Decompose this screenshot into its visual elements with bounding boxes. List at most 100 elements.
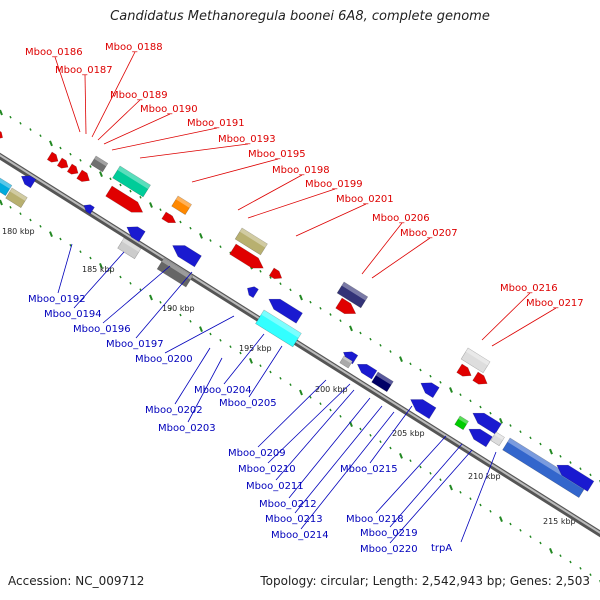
forward-gene <box>112 165 151 198</box>
forward-gene-body <box>112 165 151 198</box>
outer-scale-tick <box>299 294 303 301</box>
forward-gene-label: Mboo_0217 <box>526 298 584 309</box>
reverse-gene <box>356 363 378 380</box>
reverse-gene <box>420 382 440 399</box>
inner-scale-tick <box>39 224 42 228</box>
forward-gene-label: Mboo_0216 <box>500 283 558 294</box>
forward-gene <box>105 185 144 213</box>
reverse-gene <box>468 428 493 448</box>
reverse-gene <box>371 371 394 393</box>
inner-scale-tick <box>169 307 172 311</box>
inner-scale-tick <box>289 383 292 387</box>
scale-tick-label: 195 kbp <box>239 344 272 353</box>
forward-gene-label: Mboo_0199 <box>305 179 363 190</box>
reverse-gene-label: Mboo_0192 <box>28 294 86 305</box>
forward-gene-shine <box>465 348 491 366</box>
reverse-gene-label: Mboo_0220 <box>360 544 418 555</box>
outer-scale-tick <box>499 417 503 424</box>
reverse-label-leader <box>275 389 355 481</box>
inner-scale-tick <box>379 440 382 444</box>
reverse-label-leader <box>460 451 497 543</box>
forward-label-leader <box>371 237 431 279</box>
gene-features-layer <box>0 129 595 498</box>
outer-scale-tick <box>319 306 322 310</box>
reverse-gene <box>117 237 142 260</box>
inner-scale-tick <box>449 484 453 491</box>
reverse-gene-label: Mboo_0204 <box>194 385 252 396</box>
outer-scale-tick <box>119 183 122 187</box>
forward-gene <box>335 297 357 314</box>
reverse-label-leader <box>369 405 413 464</box>
inner-scale-tick <box>589 573 592 577</box>
reverse-gene-label: Mboo_0200 <box>135 354 193 365</box>
reverse-gene-label: Mboo_0215 <box>340 464 398 475</box>
forward-gene-body <box>0 129 3 140</box>
forward-gene-body <box>472 371 488 385</box>
reverse-gene-shine <box>9 188 28 201</box>
reverse-gene-shine <box>121 238 141 252</box>
inner-scale-tick <box>329 408 332 412</box>
outer-scale-tick <box>409 362 412 366</box>
reverse-gene-body <box>0 177 13 196</box>
inner-scale-tick <box>469 497 472 501</box>
inner-scale-tick <box>439 478 442 482</box>
reverse-gene-body <box>126 226 146 243</box>
reverse-gene-body <box>420 382 440 399</box>
outer-scale-tick <box>289 288 292 292</box>
inner-scale-tick <box>339 414 342 418</box>
outer-scale-tick <box>19 121 22 125</box>
forward-gene <box>456 363 472 377</box>
inner-scale-tick <box>579 566 582 570</box>
inner-scale-tick <box>109 269 112 273</box>
inner-scale-tick <box>519 528 522 532</box>
outer-scale-tick <box>179 220 182 224</box>
inner-scale-tick <box>9 205 12 209</box>
reverse-gene-label: Mboo_0214 <box>271 530 329 541</box>
inner-scale-tick <box>159 300 162 304</box>
reverse-label-leader <box>389 449 473 544</box>
reverse-label-leader <box>187 357 223 423</box>
outer-scale-tick <box>399 356 403 363</box>
reverse-gene <box>410 399 437 420</box>
inner-scale-tick <box>129 281 132 285</box>
reverse-gene-shine <box>494 432 505 441</box>
inner-scale-tick <box>419 465 422 469</box>
inner-scale-tick <box>389 446 392 450</box>
outer-scale-tick <box>109 177 112 181</box>
forward-label-leader <box>54 56 81 133</box>
inner-scale-tick <box>269 370 272 374</box>
reverse-gene-shine <box>458 416 469 425</box>
reverse-gene-body <box>83 204 95 215</box>
forward-gene-body <box>268 267 283 280</box>
forward-gene-label: Mboo_0201 <box>336 194 394 205</box>
forward-label-leader <box>295 203 367 237</box>
forward-gene-label: Mboo_0190 <box>140 104 198 115</box>
forward-gene <box>472 371 488 385</box>
inner-scale-tick <box>99 262 103 269</box>
inner-scale-tick <box>149 294 153 301</box>
reverse-gene-body <box>255 309 302 348</box>
outer-scale-tick <box>459 393 462 397</box>
inner-scale-tick <box>209 332 212 336</box>
outer-scale-tick <box>359 331 362 335</box>
reverse-gene <box>247 286 259 299</box>
forward-gene <box>66 163 79 175</box>
inner-scale-tick <box>429 471 432 475</box>
forward-gene-body <box>336 281 369 309</box>
reverse-gene <box>5 187 28 209</box>
forward-gene-body <box>171 195 192 215</box>
inner-scale-tick <box>509 522 512 526</box>
forward-gene-label: Mboo_0207 <box>400 228 458 239</box>
reverse-label-leader <box>257 379 327 448</box>
inner-scale-tick <box>119 275 122 279</box>
reverse-gene-label: Mboo_0218 <box>346 514 404 525</box>
reverse-gene-body <box>268 298 303 324</box>
inner-scale-tick <box>89 256 92 260</box>
reverse-gene-label: Mboo_0205 <box>219 398 277 409</box>
inner-scale-tick <box>219 338 222 342</box>
outer-scale-tick <box>579 467 582 471</box>
inner-scale-tick <box>529 535 532 539</box>
backbone-highlight <box>0 154 600 534</box>
forward-gene-body <box>66 163 79 175</box>
